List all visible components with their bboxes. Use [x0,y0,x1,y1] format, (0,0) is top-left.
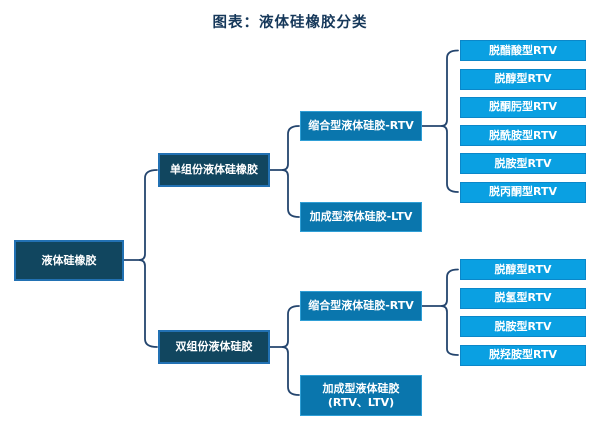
node-condensation-rtv-top: 缩合型液体硅胶-RTV [300,111,422,141]
connector-l3c-brace [440,268,459,356]
leaf-dehydrogen-rtv: 脱氢型RTV [460,287,586,309]
leaf-deamine-rtv-top: 脱胺型RTV [460,153,586,174]
leaf-deamide-rtv: 脱酰胺型RTV [460,125,586,146]
diagram-title: 图表：液体硅橡胶分类 [212,15,368,31]
leaf-deamine-rtv-bottom: 脱胺型RTV [460,316,586,337]
node-addition-ltv: 加成型液体硅胶-LTV [300,202,422,232]
connector-l2a-brace [281,125,300,218]
connector-l3a-brace [440,49,459,193]
node-addition-rtv-ltv: 加成型液体硅胶(RTV、LTV) [300,375,422,416]
leaf-dealcohol-rtv-top: 脱醇型RTV [460,68,586,90]
node-liquid-silicone-rubber: 液体硅橡胶 [14,240,124,281]
connector-root-brace [138,169,158,348]
node-single-component: 单组份液体硅橡胶 [158,153,270,187]
connector-l2b-brace [281,305,300,396]
node-condensation-rtv-bottom: 缩合型液体硅胶-RTV [300,291,422,321]
leaf-deketoxime-rtv: 脱酮肟型RTV [460,96,586,118]
node-two-component: 双组份液体硅胶 [158,330,270,364]
leaf-dehydroxylamine-rtv: 脱羟胺型RTV [460,344,586,366]
leaf-deacetone-rtv: 脱丙酮型RTV [460,181,586,203]
leaf-dealcohol-rtv-bottom: 脱醇型RTV [460,259,586,280]
leaf-deacetic-rtv: 脱醋酸型RTV [460,40,586,61]
